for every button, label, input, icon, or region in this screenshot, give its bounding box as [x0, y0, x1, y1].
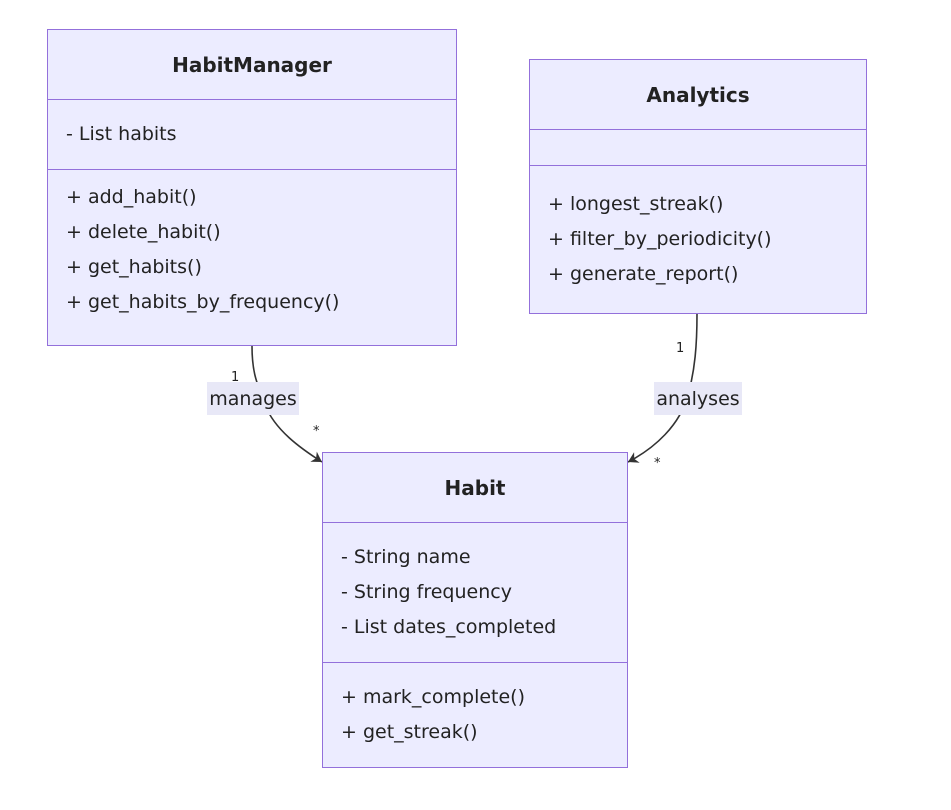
attribute: - List habits: [66, 123, 177, 145]
edge-label-analyses: analyses: [654, 382, 742, 415]
class-habit[interactable]: Habit - String name - String frequency -…: [322, 452, 628, 768]
class-attributes: - String name - String frequency - List …: [323, 523, 627, 663]
class-methods: + add_habit() + delete_habit() + get_hab…: [48, 170, 456, 330]
class-name: Analytics: [530, 60, 866, 130]
multiplicity-analyses-target: *: [654, 456, 661, 471]
class-methods: + mark_complete() + get_streak(): [323, 663, 627, 766]
edge-label-manages: manages: [207, 382, 299, 415]
attribute: - String frequency: [341, 581, 512, 603]
class-attributes: - List habits: [48, 100, 456, 170]
method: + mark_complete(): [341, 685, 525, 708]
multiplicity-manages-source: 1: [231, 370, 240, 385]
method: + get_habits_by_frequency(): [66, 291, 340, 313]
method: + add_habit(): [66, 186, 197, 208]
method: + delete_habit(): [66, 221, 221, 243]
class-methods: + longest_streak() + filter_by_periodici…: [530, 166, 866, 312]
class-analytics[interactable]: Analytics + longest_streak() + filter_by…: [529, 59, 867, 314]
method: + generate_report(): [548, 262, 739, 285]
method: + longest_streak(): [548, 192, 724, 215]
class-habit-manager[interactable]: HabitManager - List habits + add_habit()…: [47, 29, 457, 346]
method: + filter_by_periodicity(): [548, 227, 772, 250]
attribute: - String name: [341, 546, 471, 568]
attribute: - List dates_completed: [341, 616, 557, 638]
method: + get_streak(): [341, 720, 478, 743]
class-name: HabitManager: [48, 30, 456, 100]
class-attributes: [530, 130, 866, 166]
multiplicity-manages-target: *: [313, 424, 320, 439]
class-name: Habit: [323, 453, 627, 523]
method: + get_habits(): [66, 256, 202, 278]
multiplicity-analyses-source: 1: [676, 341, 685, 356]
